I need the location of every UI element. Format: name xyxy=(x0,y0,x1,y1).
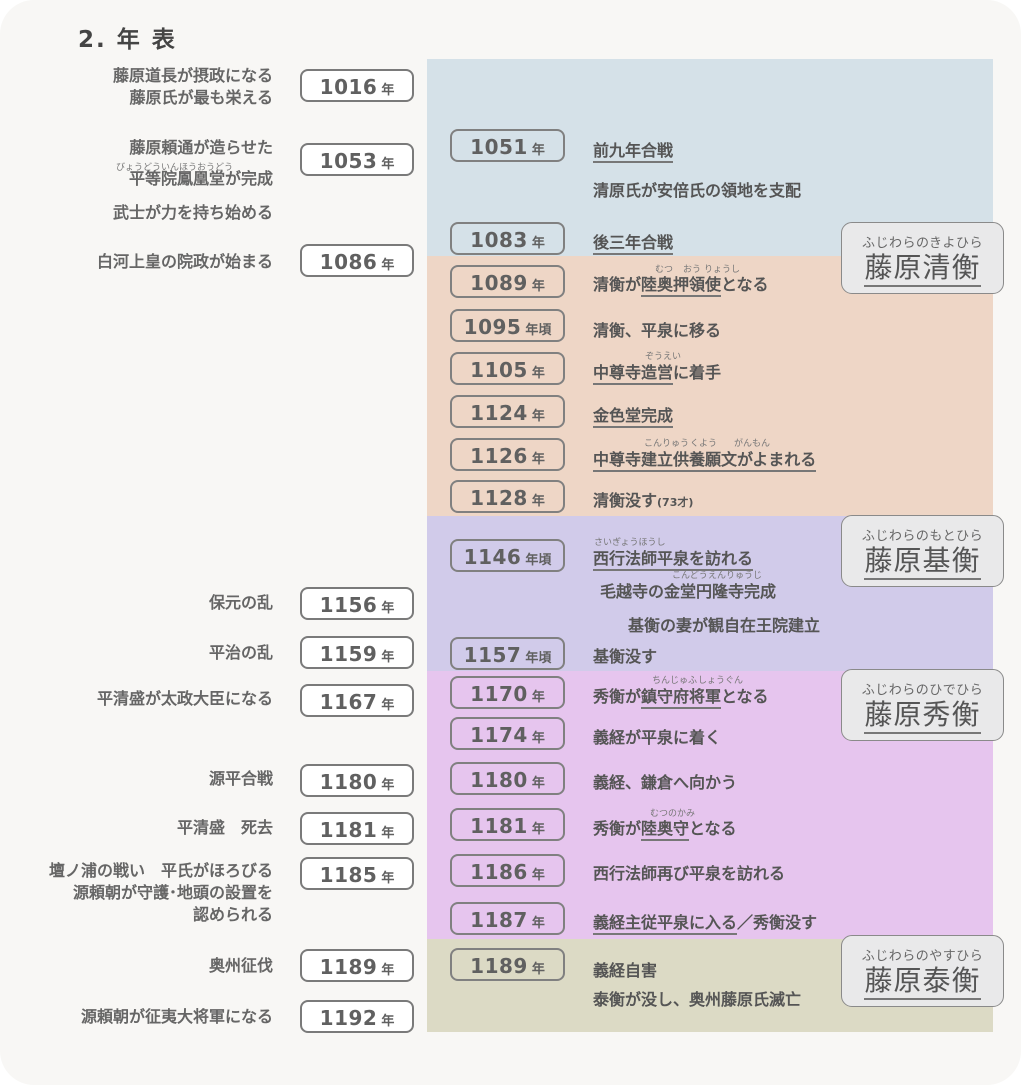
national-event: 源平合戦 xyxy=(208,769,273,788)
ruler-card-motohira: ふじわらのもとひら 藤原基衡 xyxy=(841,515,1004,587)
national-event: 藤原道長が摂政になる 藤原氏が最も栄える xyxy=(112,66,273,107)
furigana: こんどう xyxy=(672,571,708,581)
hiraizumi-event: 基衡の妻が観自在王院建立 xyxy=(628,616,821,635)
hiraizumi-event: 西行法師平泉を訪れる xyxy=(593,545,754,571)
furigana: しょうぐん xyxy=(698,676,744,686)
national-event: 平治の乱 xyxy=(208,643,273,662)
furigana: りょうし xyxy=(704,265,741,275)
national-event: 平清盛が太政大臣になる xyxy=(96,689,273,708)
hiraizumi-event: 基衡没す xyxy=(593,647,658,666)
page-title: 2. 年 表 xyxy=(78,27,177,53)
ruler-card-kiyohira: ふじわらのきよひら 藤原清衡 xyxy=(841,222,1004,294)
hiraizumi-event: 前九年合戦 xyxy=(593,137,674,163)
furigana: おう xyxy=(683,265,702,275)
hiraizumi-event: 泰衡が没し、奥州藤原氏滅亡 xyxy=(593,990,802,1009)
furigana: むつのかみ xyxy=(650,809,696,819)
hiraizumi-event: 金色堂完成 xyxy=(593,402,674,428)
ruler-card-hidehira: ふじわらのひでひら 藤原秀衡 xyxy=(841,669,1004,741)
furigana: びょうどういんほうおうどう xyxy=(116,163,234,173)
hiraizumi-event: 清原氏が安倍氏の領地を支配 xyxy=(593,181,802,200)
hiraizumi-event: 西行法師再び平泉を訪れる xyxy=(593,864,786,883)
hiraizumi-event: 清衡没す(73才) xyxy=(593,491,694,510)
national-event: 保元の乱 xyxy=(208,593,273,612)
furigana: さいぎょうほうし xyxy=(594,538,666,548)
national-event: 白河上皇の院政が始まる xyxy=(96,252,273,271)
furigana: えんりゅうじ xyxy=(708,571,763,581)
hiraizumi-event: 毛越寺の金堂円隆寺完成 xyxy=(600,582,777,601)
hiraizumi-event: 後三年合戦 xyxy=(593,229,674,255)
ruler-card-yasuhira: ふじわらのやすひら 藤原泰衡 xyxy=(841,935,1004,1007)
hiraizumi-event: 清衡が陸奥押領使となる xyxy=(593,271,769,297)
hiraizumi-event: 義経自害 xyxy=(593,961,658,980)
hiraizumi-event: 秀衡が陸奥守となる xyxy=(593,815,737,841)
furigana: ぞうえい xyxy=(645,352,682,362)
hiraizumi-event: 義経が平泉に着く xyxy=(593,728,722,747)
national-event: 藤原頼通が造らせた 平等院鳳凰堂が完成 xyxy=(128,138,273,188)
national-event: 奥州征伐 xyxy=(208,956,273,975)
furigana: くよう xyxy=(690,439,718,449)
furigana: がんもん xyxy=(734,439,771,449)
national-event: 源頼朝が征夷大将軍になる xyxy=(80,1007,273,1026)
hiraizumi-event: 秀衡が鎮守府将軍となる xyxy=(593,683,769,709)
furigana: ちんじゅふ xyxy=(652,676,698,686)
hiraizumi-event: 中尊寺建立供養願文がよまれる xyxy=(593,446,817,472)
furigana: むつ xyxy=(655,265,674,275)
national-event: 平清盛 死去 xyxy=(176,818,273,837)
national-event: 武士が力を持ち始める xyxy=(112,203,273,222)
hiraizumi-event: 義経、鎌倉へ向かう xyxy=(593,773,738,792)
hiraizumi-event: 義経主従平泉に入る／秀衡没す xyxy=(593,909,817,935)
hiraizumi-event: 清衡、平泉に移る xyxy=(593,321,722,340)
furigana: こんりゅう xyxy=(644,439,690,449)
era-band-kiyohira xyxy=(427,256,993,516)
national-event: 壇ノ浦の戦い 平氏がほろびる 源頼朝が守護･地頭の設置を 認められる xyxy=(48,861,273,924)
hiraizumi-event: 中尊寺造営に着手 xyxy=(593,359,721,385)
